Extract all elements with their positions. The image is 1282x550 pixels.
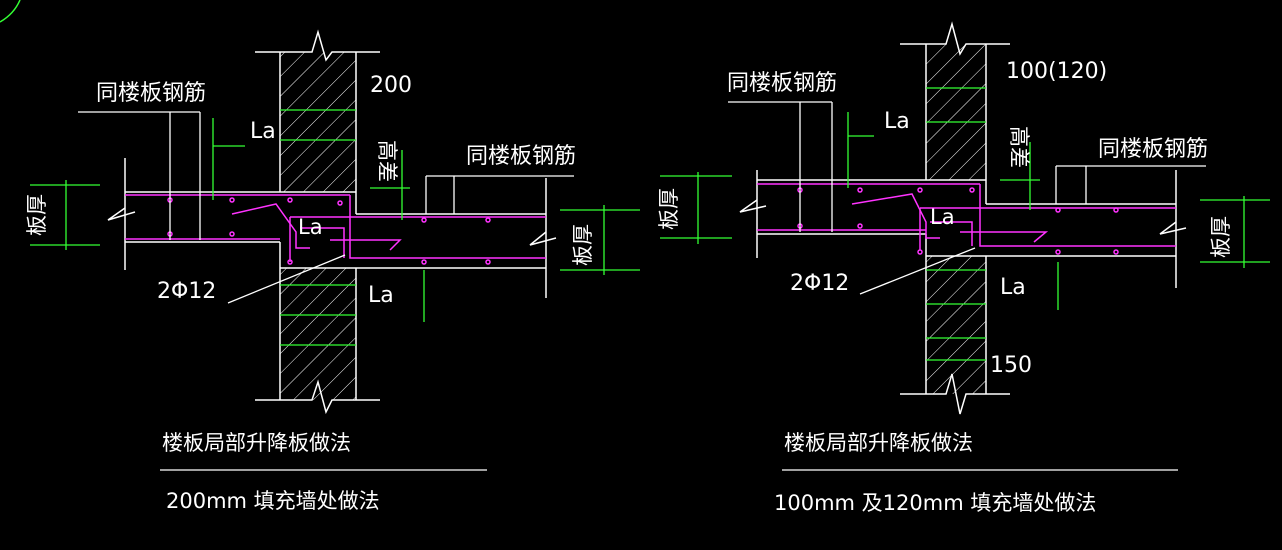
right-anchor-top: La — [884, 109, 910, 134]
left-anchor-top: La — [250, 119, 276, 144]
left-subcaption: 200mm 填充墙处做法 — [166, 489, 380, 513]
left-slab-thickness-left: 板厚 — [25, 194, 49, 236]
right-slab-height: 高差 — [1007, 126, 1031, 168]
right-wall-thickness-top: 100(120) — [1006, 59, 1107, 84]
left-wall-lower — [255, 268, 380, 415]
right-anchor-mid: La — [930, 205, 955, 229]
right-wall-upper — [900, 21, 1010, 180]
left-detail — [30, 29, 640, 415]
right-slab-thickness-right: 板厚 — [1209, 216, 1233, 258]
left-leaders — [78, 111, 574, 304]
right-rebar-label-top: 同楼板钢筋 — [727, 71, 837, 96]
left-rebar-label-top: 同楼板钢筋 — [96, 81, 206, 106]
left-rebar — [125, 194, 546, 265]
right-slab-right — [926, 170, 1187, 288]
left-bar-callout: 2Φ12 — [157, 279, 216, 304]
right-detail — [660, 21, 1270, 415]
right-bar-callout: 2Φ12 — [790, 271, 849, 296]
left-slab-left — [107, 158, 356, 270]
left-slab-thickness-right: 板厚 — [571, 224, 595, 266]
left-dimensions — [30, 109, 640, 346]
right-wall-lower — [900, 256, 1010, 415]
left-anchor-bottom: La — [368, 283, 394, 308]
right-dimensions — [660, 87, 1270, 361]
right-subcaption: 100mm 及120mm 填充墙处做法 — [774, 491, 1096, 515]
left-rebar-label-right: 同楼板钢筋 — [466, 144, 576, 169]
left-wall-thickness: 200 — [370, 73, 412, 98]
right-anchor-bottom: La — [1000, 275, 1026, 300]
right-rebar — [757, 183, 1176, 255]
right-wall-thickness-bottom: 150 — [990, 353, 1032, 378]
left-wall-upper — [255, 29, 380, 192]
corner-arc — [0, 0, 21, 23]
right-caption: 楼板局部升降板做法 — [784, 431, 973, 455]
left-anchor-mid: La — [298, 215, 323, 239]
left-caption: 楼板局部升降板做法 — [162, 431, 351, 455]
left-slab-height: 高差 — [375, 140, 399, 182]
left-slab-right — [280, 178, 557, 298]
right-rebar-label-right: 同楼板钢筋 — [1098, 137, 1208, 162]
right-slab-thickness-left: 板厚 — [657, 188, 681, 230]
right-leaders — [728, 101, 1206, 295]
